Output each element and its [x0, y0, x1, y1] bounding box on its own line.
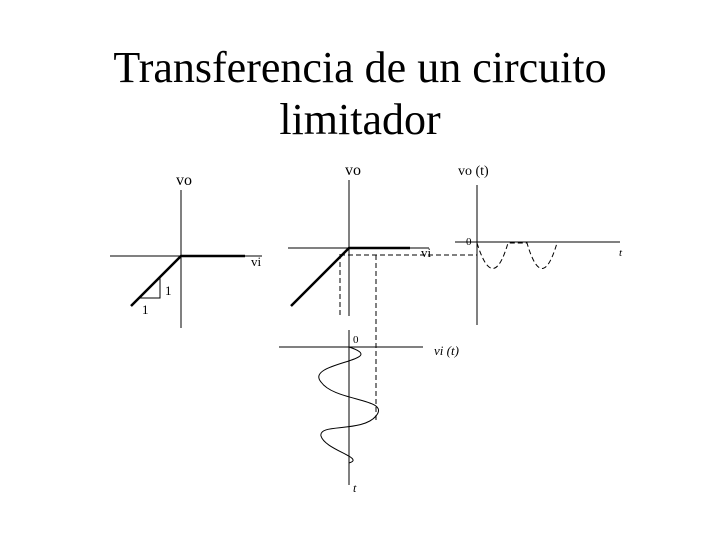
input-signal-label: vi (t)	[434, 343, 459, 358]
middle-transfer-curve	[290, 246, 410, 307]
output-origin-label: 0	[466, 236, 472, 248]
slope-horizontal-label: 1	[142, 302, 149, 317]
middle-x-label: vi	[421, 245, 432, 260]
output-time-plot: vo (t) 0 t	[455, 164, 623, 325]
title-line-1: Transferencia de un circuito	[113, 43, 607, 92]
input-time-label: t	[353, 481, 357, 495]
title-line-2: limitador	[279, 95, 441, 144]
left-y-label: vo	[176, 172, 192, 189]
middle-y-label: vo	[345, 162, 361, 179]
input-time-plot: 0 vi (t) t	[279, 330, 459, 495]
output-y-label: vo (t)	[458, 164, 489, 179]
projection-lines	[339, 254, 477, 420]
slope-vertical-label: 1	[165, 283, 172, 298]
slide-title: Transferencia de un circuito limitador	[0, 42, 720, 146]
middle-transfer-plot: vo vi	[288, 162, 432, 316]
input-waveform	[318, 346, 379, 464]
slope-triangle	[139, 277, 161, 299]
input-origin-label: 0	[353, 334, 359, 346]
output-waveform	[476, 242, 558, 269]
left-transfer-curve	[130, 254, 245, 307]
output-x-label: t	[619, 247, 623, 259]
left-transfer-plot: vo vi 1 1	[110, 172, 262, 328]
left-x-label: vi	[251, 254, 262, 269]
